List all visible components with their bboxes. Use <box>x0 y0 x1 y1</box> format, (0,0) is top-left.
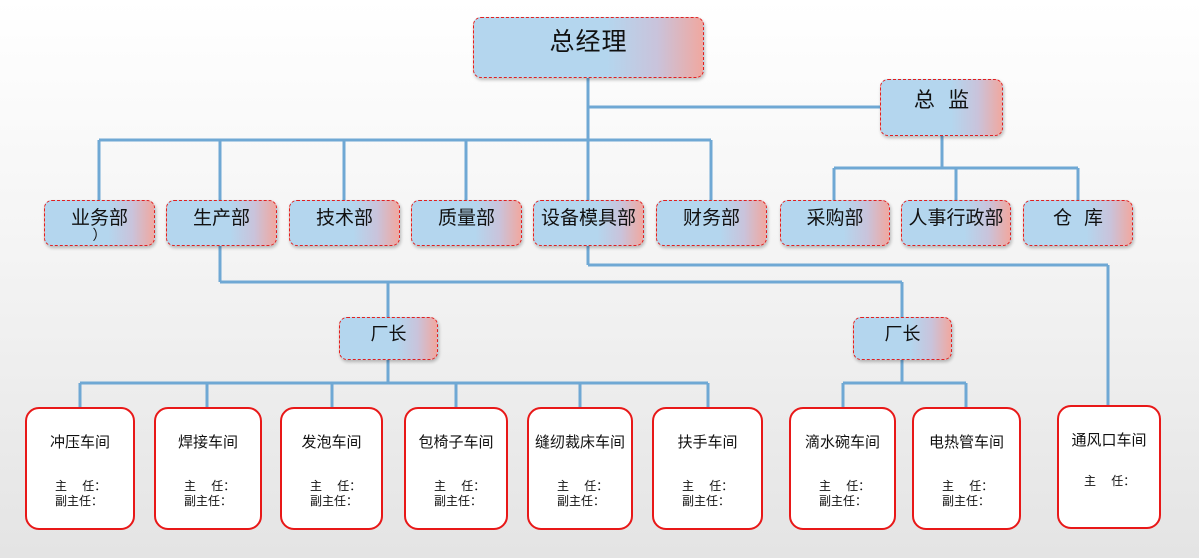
general-manager-box: 总经理 <box>473 17 704 78</box>
director-box: 总 监 <box>880 79 1003 136</box>
dept-finance: 财务部 <box>656 200 767 246</box>
dept-equipment-mold-label: 设备模具部 <box>540 207 636 229</box>
workshop-director-field: 主 任： <box>55 479 107 493</box>
director-label: 总 监 <box>913 88 970 112</box>
workshop-sewing-cutting: 缝纫裁床车间 主 任： 副主任： <box>527 407 633 530</box>
factory-manager-2: 厂长 <box>853 317 952 360</box>
workshop-deputy-field: 副主任： <box>184 494 233 508</box>
dept-production-label: 生产部 <box>192 207 250 229</box>
workshop-vent: 通风口车间 主 任： <box>1057 405 1161 529</box>
dept-business-note: ） <box>92 228 107 244</box>
workshop-deputy-field: 副主任： <box>557 494 606 508</box>
dept-purchasing-label: 采购部 <box>806 207 864 229</box>
dept-production: 生产部 <box>166 200 277 246</box>
workshop-drip-bowl-label: 滴水碗车间 <box>804 433 880 451</box>
dept-warehouse: 仓 库 <box>1023 200 1133 246</box>
workshop-welding: 焊接车间 主 任： 副主任： <box>154 407 262 530</box>
general-manager-label: 总经理 <box>549 27 628 56</box>
dept-purchasing: 采购部 <box>780 200 890 246</box>
workshop-deputy-field: 副主任： <box>682 494 731 508</box>
workshop-director-field: 主 任： <box>434 479 486 493</box>
workshop-deputy-field: 副主任： <box>942 494 991 508</box>
dept-business: 业务部 ） <box>44 200 155 246</box>
workshop-director-field: 主 任： <box>819 479 871 493</box>
dept-hr-admin-label: 人事行政部 <box>908 207 1004 229</box>
dept-business-label: 业务部 <box>70 207 128 229</box>
workshop-deputy-field: 副主任： <box>434 494 483 508</box>
workshop-heating-tube: 电热管车间 主 任： 副主任： <box>912 407 1021 530</box>
dept-quality-label: 质量部 <box>437 207 495 229</box>
dept-finance-label: 财务部 <box>682 207 740 229</box>
workshop-director-field: 主 任： <box>557 479 609 493</box>
workshop-deputy-field: 副主任： <box>55 494 104 508</box>
dept-technology-label: 技术部 <box>315 207 373 229</box>
factory-manager-1: 厂长 <box>339 317 438 360</box>
workshop-deputy-field: 副主任： <box>819 494 868 508</box>
workshop-director-field: 主 任： <box>1084 474 1136 488</box>
workshop-foaming-label: 发泡车间 <box>301 433 362 451</box>
workshop-director-field: 主 任： <box>184 479 236 493</box>
workshop-armrest-label: 扶手车间 <box>677 433 738 451</box>
workshop-chair-wrapping: 包椅子车间 主 任： 副主任： <box>404 407 508 530</box>
workshop-vent-label: 通风口车间 <box>1071 431 1147 449</box>
dept-technology: 技术部 <box>289 200 400 246</box>
workshop-foaming: 发泡车间 主 任： 副主任： <box>280 407 383 530</box>
factory-manager-2-label: 厂长 <box>884 324 921 345</box>
dept-equipment-mold: 设备模具部 <box>533 200 644 246</box>
workshop-stamping-label: 冲压车间 <box>49 433 110 451</box>
workshop-welding-label: 焊接车间 <box>177 433 238 451</box>
workshop-sewing-cutting-label: 缝纫裁床车间 <box>534 433 625 451</box>
workshop-heating-tube-label: 电热管车间 <box>928 433 1004 451</box>
workshop-stamping: 冲压车间 主 任： 副主任： <box>25 407 135 530</box>
workshop-deputy-field: 副主任： <box>310 494 359 508</box>
dept-warehouse-label: 仓 库 <box>1052 207 1104 229</box>
workshop-director-field: 主 任： <box>942 479 994 493</box>
factory-manager-1-label: 厂长 <box>370 324 407 345</box>
workshop-director-field: 主 任： <box>682 479 734 493</box>
workshop-drip-bowl: 滴水碗车间 主 任： 副主任： <box>789 407 896 530</box>
dept-quality: 质量部 <box>411 200 522 246</box>
workshop-chair-wrapping-label: 包椅子车间 <box>418 433 494 451</box>
dept-hr-admin: 人事行政部 <box>901 200 1011 246</box>
workshop-armrest: 扶手车间 主 任： 副主任： <box>652 407 763 530</box>
workshop-director-field: 主 任： <box>310 479 362 493</box>
